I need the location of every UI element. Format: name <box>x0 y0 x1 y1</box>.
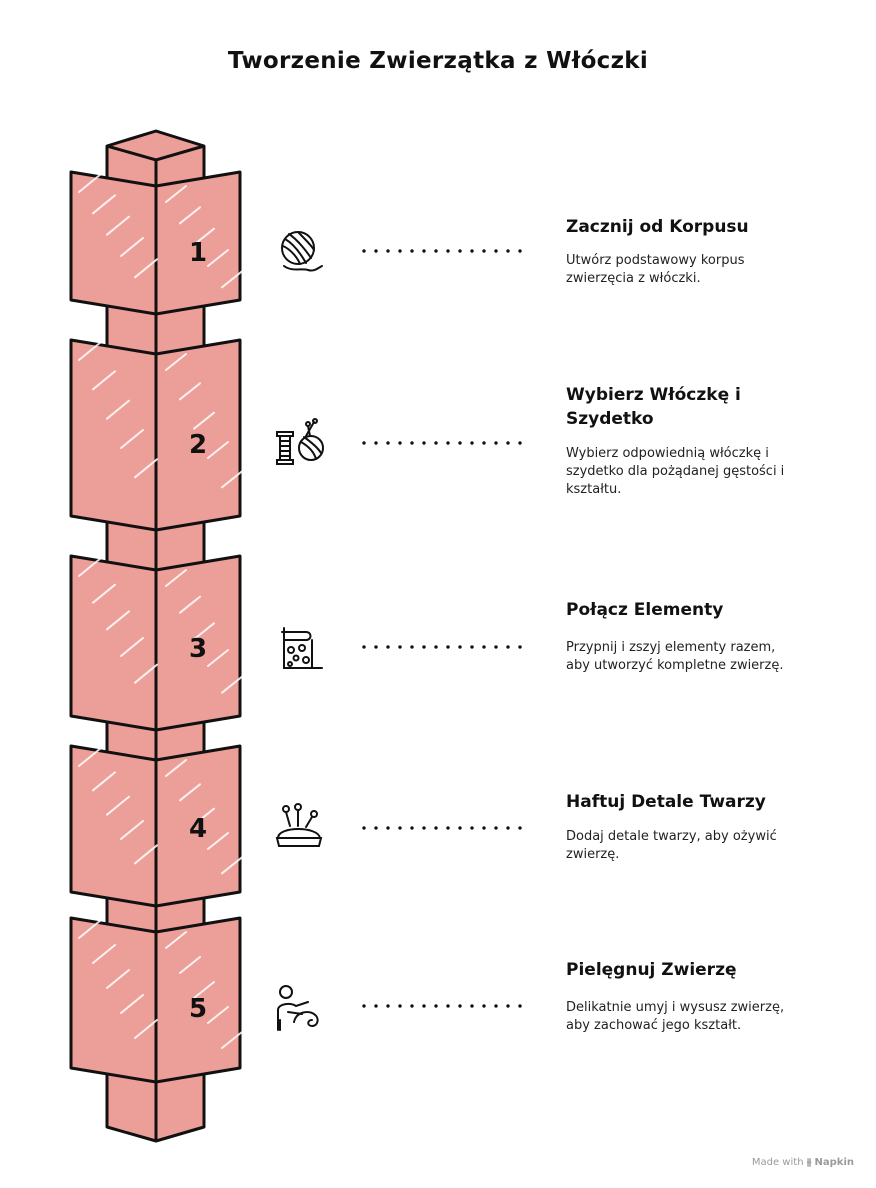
block-1-highlight <box>134 258 158 279</box>
block-4-highlight <box>207 832 229 850</box>
block-1-highlight <box>106 215 130 236</box>
block-5-highlight <box>179 956 201 974</box>
block-1-highlight <box>165 185 187 203</box>
step-5-description: Delikatnie umyj i wysusz zwierzę, aby za… <box>566 1000 785 1033</box>
block-1-highlight <box>179 206 201 225</box>
made-with-napkin-footer: Made with ⫵ Napkin <box>752 1157 854 1168</box>
block-4-highlight <box>92 771 116 792</box>
footer-prefix: Made with <box>751 1157 804 1168</box>
block-2-highlight <box>221 470 243 489</box>
block-1-left-face <box>69 170 158 316</box>
block-4-right-face <box>154 744 242 908</box>
step-3-title: Połącz Elementy <box>566 600 724 620</box>
block-2-right-face <box>154 338 242 532</box>
step-2-description: Wybierz odpowiednią włóczkę i szydetko d… <box>566 446 785 497</box>
block-3-highlight <box>92 583 116 604</box>
person-washing-icon <box>274 982 326 1034</box>
block-4-number: 4 <box>189 814 207 844</box>
block-3-highlight <box>165 569 187 587</box>
block-5-highlight <box>193 981 215 999</box>
block-3-right-face <box>154 554 242 732</box>
block-2-highlight <box>92 370 116 391</box>
block-2-number: 2 <box>189 430 207 460</box>
connector-dots-5 <box>358 1003 523 1009</box>
block-1-highlight <box>193 227 215 246</box>
block-5-highlight <box>78 919 102 939</box>
block-5-highlight <box>221 1031 243 1049</box>
block-3-number: 3 <box>189 634 207 664</box>
block-2-highlight <box>193 411 215 430</box>
block-1-right-face <box>154 170 242 316</box>
block-4-highlight <box>179 783 201 802</box>
step-5-title: Pielęgnuj Zwierzę <box>566 960 737 980</box>
block-3-highlight <box>120 637 144 657</box>
step-2-title: Wybierz Włóczkę i Szydetko <box>566 385 741 429</box>
block-1-number: 1 <box>189 238 207 268</box>
block-5-highlight <box>207 1006 229 1024</box>
block-1-highlight <box>221 270 243 289</box>
step-4-title: Haftuj Detale Twarzy <box>566 792 766 812</box>
block-4-left-face <box>69 744 158 908</box>
block-4-highlight <box>78 747 102 767</box>
connector-dots-4 <box>358 825 523 831</box>
block-5-highlight <box>92 944 116 964</box>
page-title: Tworzenie Zwierzątka z Włóczki <box>227 48 649 74</box>
block-5-left-face <box>69 916 158 1084</box>
block-1-highlight <box>92 194 116 215</box>
block-3-highlight <box>78 557 102 577</box>
block-2-highlight <box>134 458 158 479</box>
pincushion-icon <box>274 802 326 854</box>
block-5-number: 5 <box>189 994 207 1024</box>
thread-spool-and-yarn-icon <box>274 418 326 470</box>
block-1-highlight <box>78 173 102 193</box>
block-3-highlight <box>106 610 130 631</box>
block-2-left-face <box>69 338 158 532</box>
block-5-highlight <box>120 994 144 1014</box>
block-2-highlight <box>179 382 201 401</box>
block-2-highlight <box>78 341 102 361</box>
connector-dots-2 <box>358 440 523 446</box>
step-3-description: Przypnij i zszyj elementy razem, aby utw… <box>566 640 784 673</box>
block-4-highlight <box>193 807 215 826</box>
napkin-logo-icon: ⫵ <box>806 1157 812 1168</box>
block-5-highlight <box>106 969 130 989</box>
block-4-highlight <box>221 856 243 875</box>
block-3-highlight <box>134 663 158 684</box>
block-5-highlight <box>134 1019 158 1039</box>
block-3-highlight <box>179 595 201 614</box>
block-2-highlight <box>120 429 144 449</box>
block-4-highlight <box>134 844 158 865</box>
block-3-highlight <box>207 649 229 667</box>
block-3-left-face <box>69 554 158 732</box>
block-5-highlight <box>165 931 187 949</box>
connector-dots-1 <box>358 248 523 254</box>
block-2-highlight <box>165 353 187 371</box>
step-1-title: Zacznij od Korpusu <box>566 217 749 237</box>
step-4-description: Dodaj detale twarzy, aby ożywić zwierzę. <box>566 829 777 862</box>
block-2-highlight <box>106 399 130 420</box>
block-4-highlight <box>106 795 130 816</box>
yarn-ball-icon <box>274 226 326 278</box>
block-4-highlight <box>120 820 144 840</box>
block-4-highlight <box>165 759 187 777</box>
block-2-highlight <box>207 441 229 459</box>
connector-dots-3 <box>358 644 523 650</box>
step-1-description: Utwórz podstawowy korpus zwierzęcia z wł… <box>566 253 745 286</box>
block-1-highlight <box>207 249 229 267</box>
footer-brand: Napkin <box>814 1157 854 1168</box>
block-1-highlight <box>120 237 144 257</box>
block-5-right-face <box>154 916 242 1084</box>
block-3-highlight <box>221 675 243 694</box>
block-3-highlight <box>193 622 215 641</box>
fabric-roll-icon <box>274 624 326 676</box>
